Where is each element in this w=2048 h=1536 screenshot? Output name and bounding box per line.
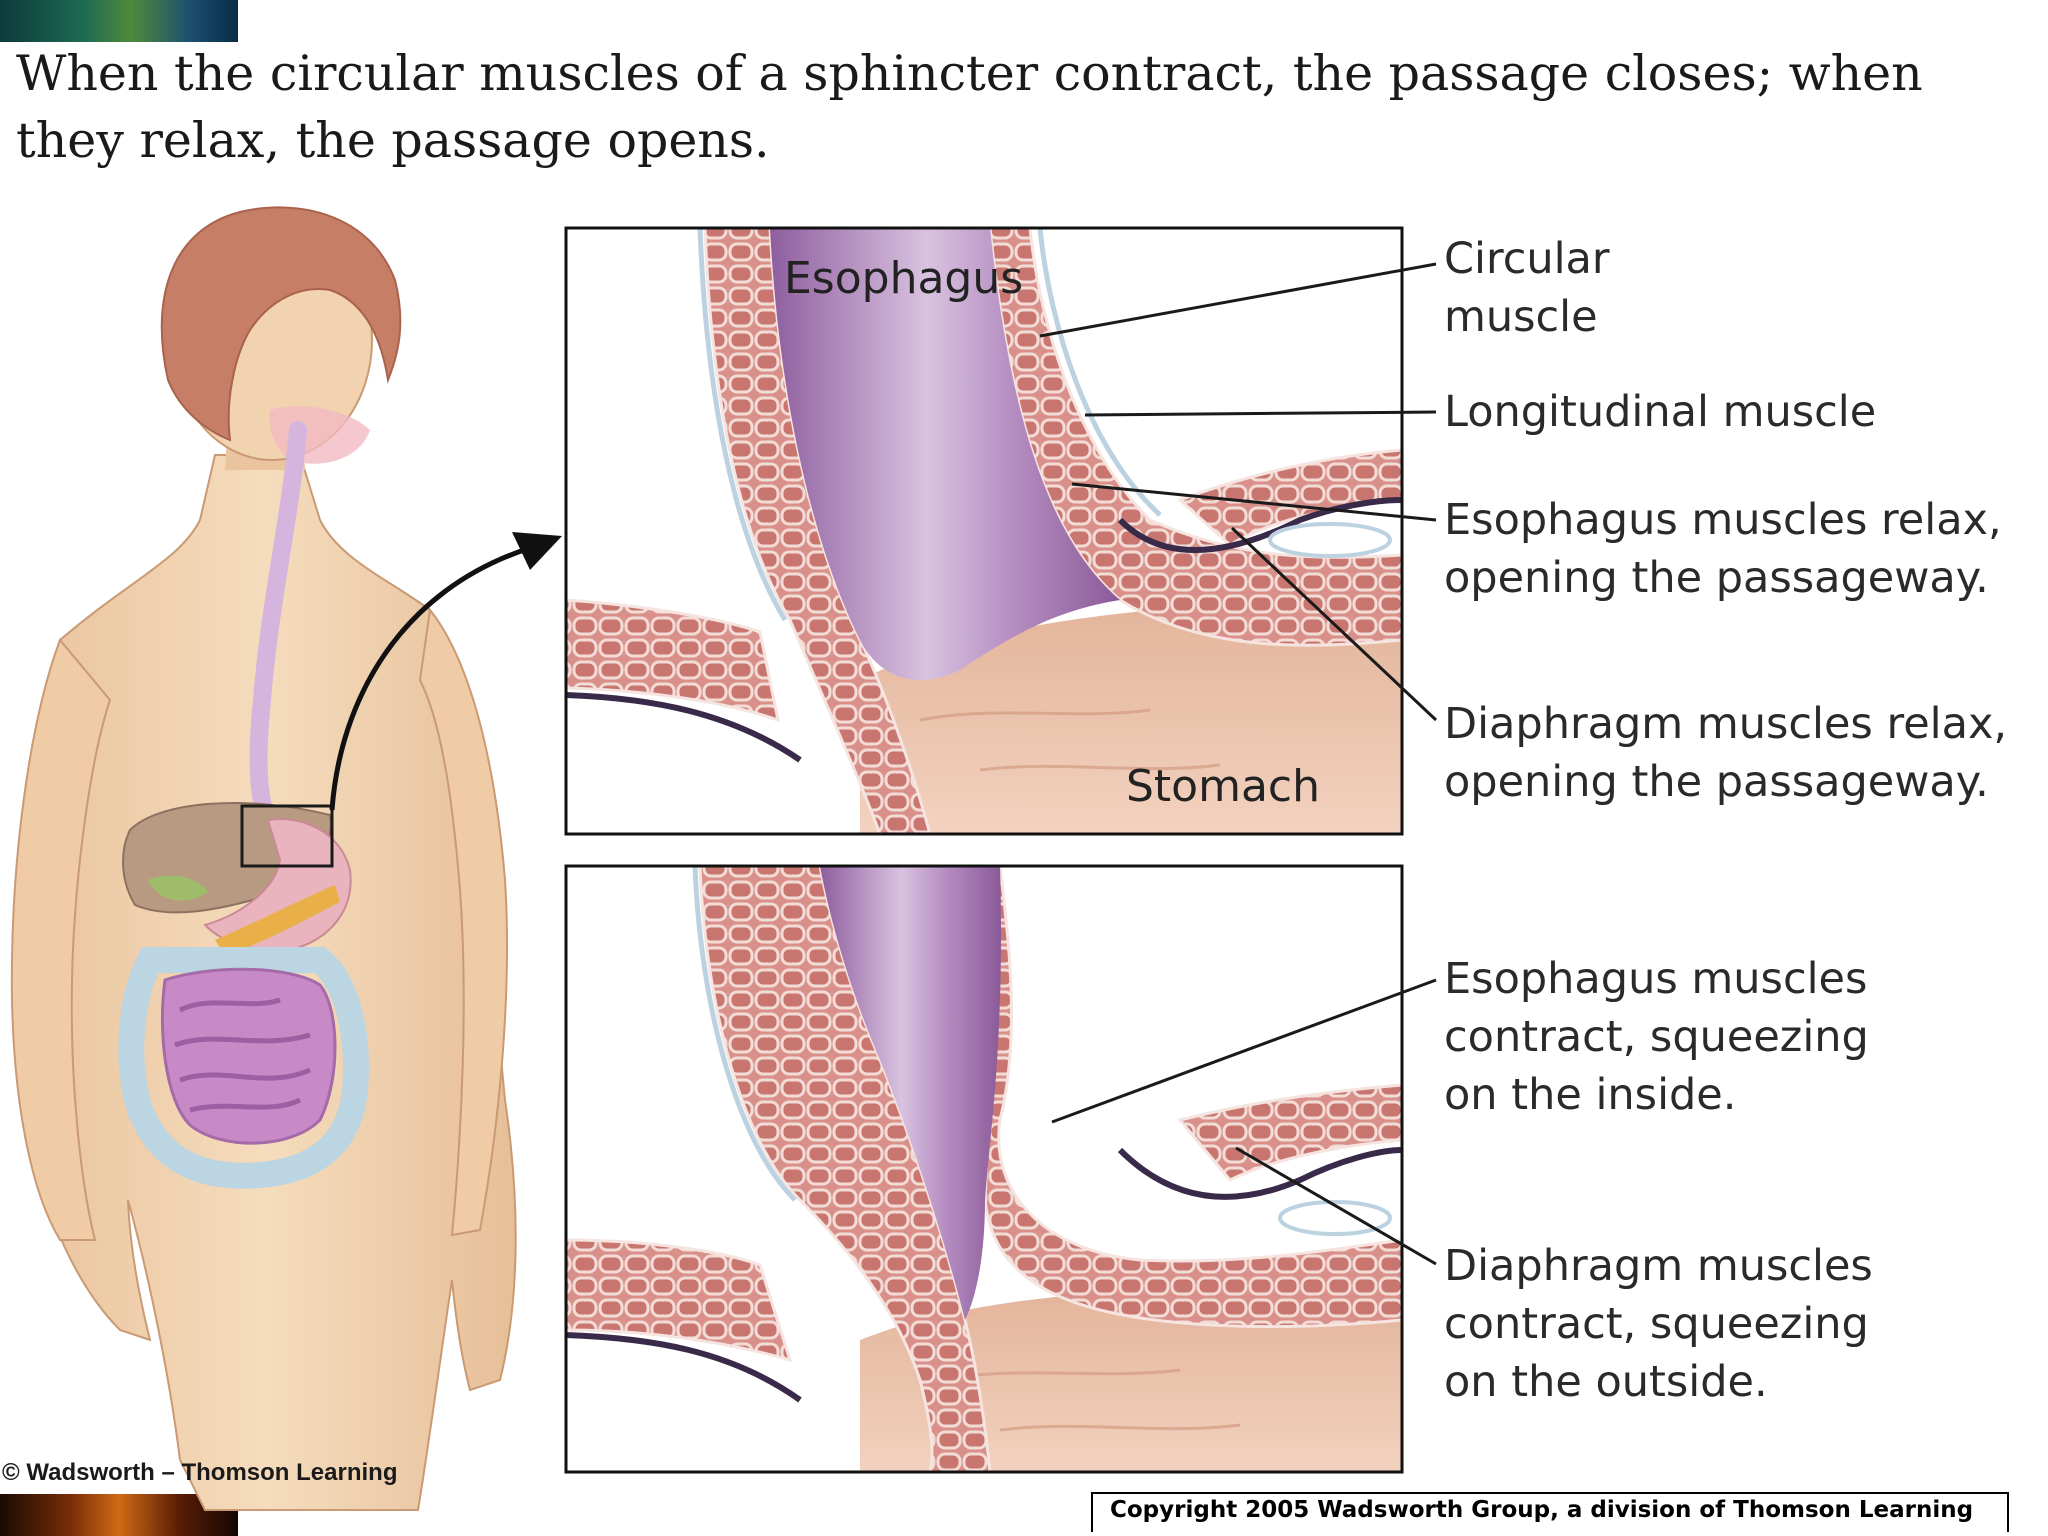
decorative-strip-top [0, 0, 238, 42]
label-esophagus-relax: Esophagus muscles relax, opening the pas… [1444, 495, 2002, 603]
leader-lines [1039, 262, 1438, 1266]
panel-contracted [564, 864, 1404, 1474]
credit-text: © Wadsworth – Thomson Learning [2, 1459, 398, 1486]
label-diaphragm-relax: Diaphragm muscles relax, opening the pas… [1444, 699, 2008, 807]
label-diaphragm-contract: Diaphragm muscles contract, squeezing on… [1444, 1241, 1873, 1407]
panel-relaxed [564, 226, 1404, 836]
zoom-region-box [240, 804, 334, 868]
label-circular-muscle: Circular muscle [1444, 234, 1610, 342]
caption: When the circular muscles of a sphincter… [16, 45, 1923, 169]
human-figure [10, 206, 562, 1511]
label-esophagus-contract: Esophagus muscles contract, squeezing on… [1444, 954, 1869, 1120]
zoom-arrow [329, 545, 531, 811]
copyright-box [1091, 1492, 2009, 1532]
esophagus-label: Esophagus [784, 253, 1024, 304]
decorative-strip-bottom [0, 1494, 238, 1536]
stomach-label: Stomach [1126, 761, 1321, 812]
copyright-text: Copyright 2005 Wadsworth Group, a divisi… [1110, 1497, 1974, 1523]
label-longitudinal-muscle: Longitudinal muscle [1444, 387, 1877, 437]
